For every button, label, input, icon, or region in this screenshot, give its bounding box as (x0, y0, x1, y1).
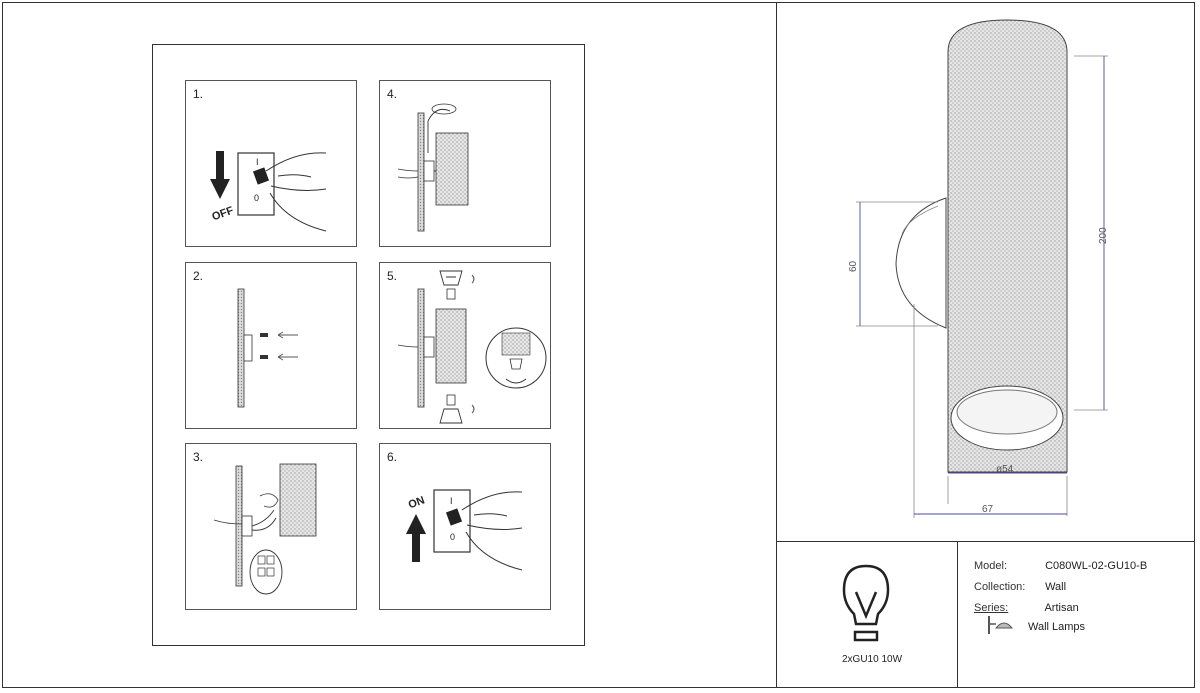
switch-off-illustration: I 0 OFF (210, 151, 327, 232)
switch-top-label: I (450, 496, 453, 506)
on-label: ON (407, 494, 427, 511)
category-label: Wall Lamps (1028, 621, 1086, 633)
installation-sheet: 1. I 0 OFF 4. 2. (152, 44, 585, 646)
step-number: 6. (387, 450, 398, 464)
diameter-dimension: ø54 (996, 464, 1014, 475)
step-5-panel: 5. (379, 262, 551, 429)
model-row: Model: C080WL-02-GU10-B (974, 560, 1147, 572)
collection-label: Collection: (974, 581, 1026, 593)
step-number: 5. (387, 269, 398, 283)
collection-row: Collection: Wall (974, 581, 1066, 593)
series-label: Series: (974, 602, 1009, 614)
bulb-insertion-illustration (397, 270, 547, 424)
depth-dimension: 67 (982, 504, 994, 515)
wiring-illustration (213, 463, 317, 595)
wall-lamp-icon (988, 616, 1014, 634)
arm-dimension: 60 (848, 260, 859, 272)
switch-top-label: I (256, 157, 259, 167)
series-row: Series: Artisan (974, 602, 1079, 614)
series-value: Artisan (1044, 602, 1079, 614)
switch-bottom-label: 0 (450, 532, 455, 542)
step-number: 1. (193, 87, 204, 101)
step-number: 4. (387, 87, 398, 101)
bulb-caption: 2xGU10 10W (841, 654, 903, 665)
step-6-panel: 6. I 0 ON (379, 443, 551, 610)
step-number: 3. (193, 450, 204, 464)
off-label: OFF (210, 204, 235, 223)
product-dimension-drawing: 200 60 ø54 67 (848, 19, 1109, 518)
switch-on-illustration: I 0 ON (406, 489, 523, 571)
frame-divider-vertical (776, 2, 777, 688)
step-3-panel: 3. (185, 443, 357, 610)
light-bulb-icon (842, 564, 890, 642)
step-2-panel: 2. (185, 262, 357, 429)
lamp-mounting-illustration (397, 103, 469, 232)
height-dimension: 200 (1098, 227, 1109, 244)
collection-value: Wall (1045, 581, 1067, 593)
bracket-fixing-illustration (237, 288, 298, 408)
step-4-panel: 4. (379, 80, 551, 247)
step-1-panel: 1. I 0 OFF (185, 80, 357, 247)
model-value: C080WL-02-GU10-B (1045, 560, 1148, 572)
step-number: 2. (193, 269, 204, 283)
frame-divider-horizontal (776, 541, 1195, 542)
titleblock-divider (957, 541, 958, 688)
switch-bottom-label: 0 (254, 193, 259, 203)
model-label: Model: (974, 560, 1008, 572)
